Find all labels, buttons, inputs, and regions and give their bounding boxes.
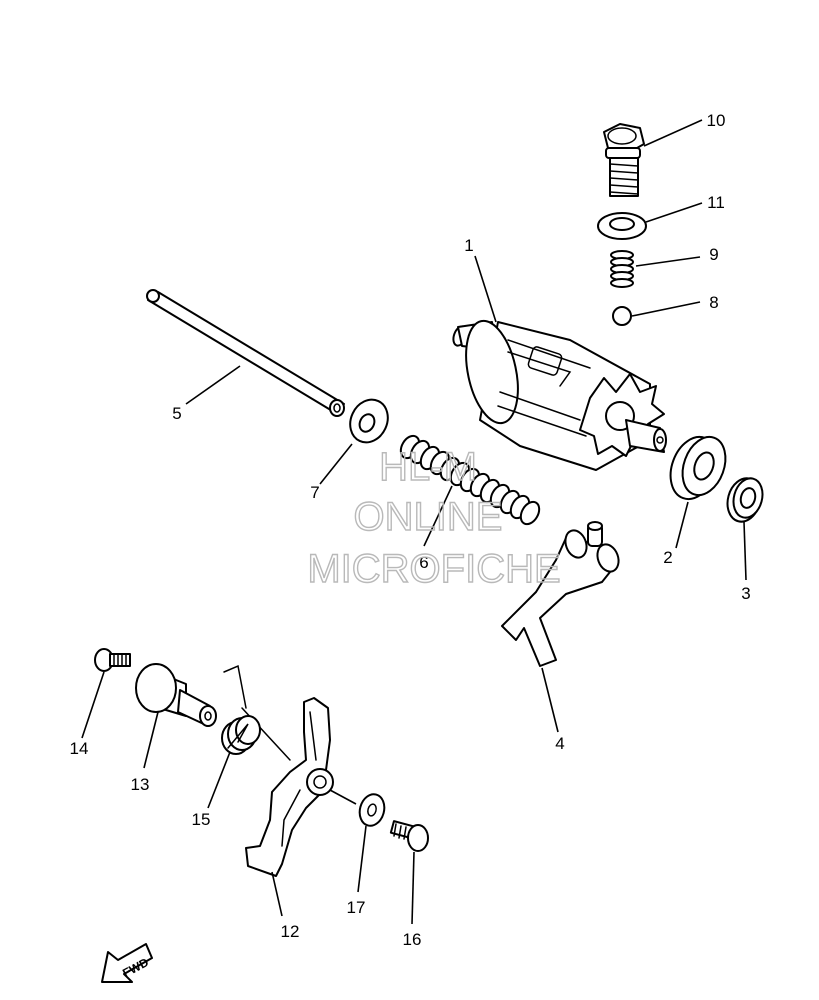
guide-bar-part: [146, 289, 345, 417]
callout-17: 17: [347, 898, 366, 917]
callout-labels: 1 2 3 4 5 6 7 8 9 10 11 12 13 14 15 16 1…: [70, 111, 751, 949]
oil-seal-3-part: [726, 477, 764, 523]
collar-13-part: [135, 663, 217, 727]
fwd-arrow-icon: FWD: [101, 943, 153, 983]
callout-3: 3: [741, 584, 750, 603]
ball-8-part: [612, 306, 632, 326]
washer-17-part: [358, 793, 386, 827]
callout-8: 8: [709, 293, 718, 312]
spring-6-part: [399, 434, 541, 526]
callout-2: 2: [663, 548, 672, 567]
callout-16: 16: [403, 930, 422, 949]
bolt-10-part: [603, 123, 645, 197]
callout-10: 10: [707, 111, 726, 130]
bolt-14-part: [94, 648, 131, 672]
callout-12: 12: [281, 922, 300, 941]
watermark-line-1: HL-M: [379, 445, 477, 489]
shift-lever-12-part: [245, 697, 334, 877]
callout-9: 9: [709, 245, 718, 264]
shift-fork-4-part: [501, 521, 620, 667]
callout-6: 6: [419, 553, 428, 572]
shift-drum-part: [452, 319, 667, 471]
callout-7: 7: [310, 483, 319, 502]
callout-11: 11: [707, 193, 725, 212]
spring-9-part: [610, 250, 634, 288]
torsion-spring-15-part: [221, 664, 291, 761]
bolt-16-part: [389, 820, 429, 852]
callout-13: 13: [131, 775, 150, 794]
washer-11-part: [597, 212, 647, 240]
callout-15: 15: [192, 810, 211, 829]
leader-lines: [81, 119, 747, 925]
washer-7-part: [349, 398, 389, 444]
watermark-line-3: MICROFICHE: [307, 547, 560, 591]
watermark: HL-M ONLINE MICROFICHE: [307, 444, 562, 591]
callout-14: 14: [70, 739, 89, 758]
bearing-2-part: [669, 435, 727, 500]
watermark-line-2: ONLINE: [354, 495, 503, 539]
callout-4: 4: [555, 734, 564, 753]
callout-5: 5: [172, 404, 181, 423]
callout-1: 1: [464, 236, 473, 255]
